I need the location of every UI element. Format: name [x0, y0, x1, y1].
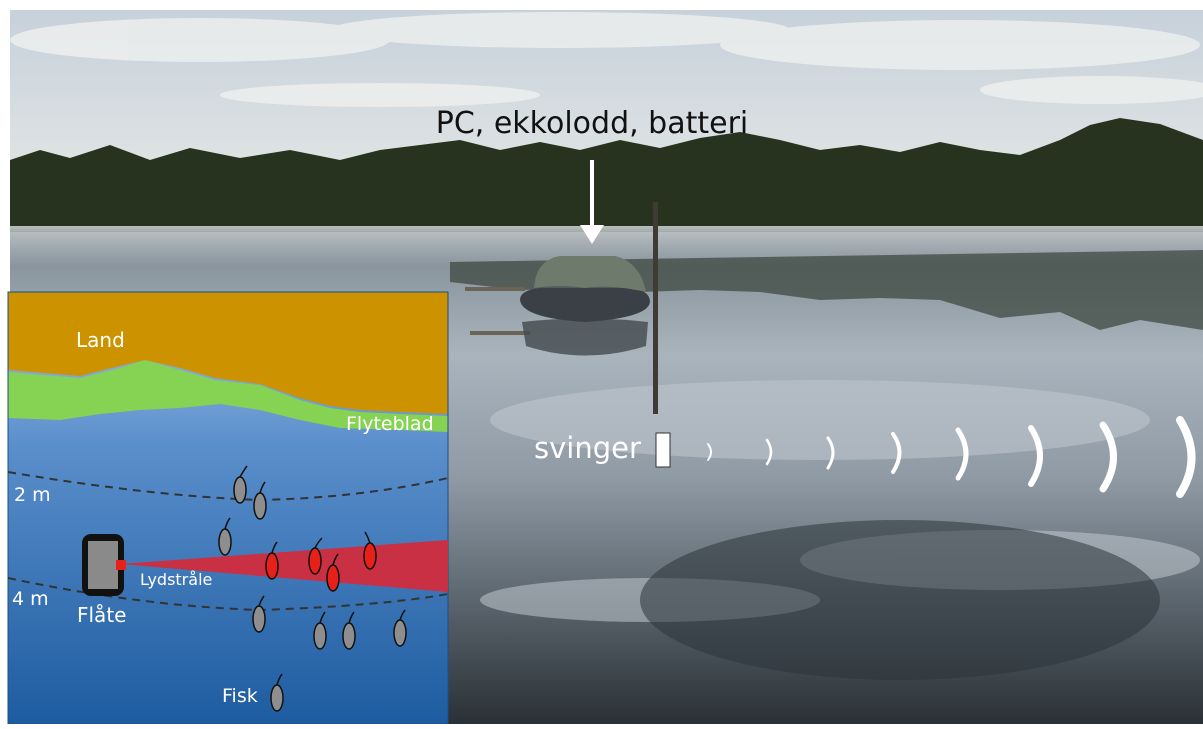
dark-water-shade — [640, 520, 1160, 680]
tree-reflection — [450, 250, 1203, 330]
sound-wave-icon — [955, 427, 969, 481]
sound-wave-icon — [707, 443, 712, 461]
fish-label: Fisk — [222, 685, 258, 707]
fish-group — [218, 465, 407, 712]
transducer-label: svinger — [534, 431, 641, 465]
raft-icon — [82, 534, 126, 596]
transducer-icon — [655, 432, 671, 468]
floating-leaves-label: Flyteblad — [346, 413, 434, 435]
fish-icon — [326, 553, 340, 592]
floating-leaves-zone — [8, 360, 448, 432]
sound-wave-icon — [765, 438, 773, 466]
down-arrow-icon — [580, 160, 604, 244]
fish-icon — [342, 611, 356, 650]
sound-wave-icon — [826, 436, 835, 470]
fish-icon — [233, 465, 248, 504]
pole — [653, 202, 658, 414]
land-zone — [8, 292, 448, 414]
sound-wave-icon — [1028, 425, 1043, 487]
fish-icon — [313, 611, 327, 650]
fish-icon — [393, 609, 407, 647]
sound-wave-icon — [1176, 416, 1196, 498]
raft-label: Flåte — [77, 603, 126, 627]
sonar-diagram: Land Flyteblad 2 m 4 m Lydstråle Flåte F… — [7, 291, 449, 725]
annotation-pc-ekkolodd-batteri: PC, ekkolodd, batteri — [436, 106, 749, 141]
plank-top — [465, 287, 525, 291]
fish-icon — [265, 541, 279, 580]
fish-icon — [218, 517, 232, 556]
depth-label-4m: 4 m — [12, 588, 49, 610]
land-label: Land — [76, 328, 125, 352]
fish-icon — [252, 595, 266, 633]
clouds — [10, 12, 1203, 107]
boat-cover — [534, 256, 646, 292]
boat-hull — [520, 288, 650, 322]
depth-label-2m: 2 m — [14, 484, 51, 506]
plank-bottom — [470, 331, 530, 335]
lake-photo — [8, 8, 1203, 724]
boat-reflection — [522, 318, 648, 356]
fish-icon — [363, 531, 377, 570]
sound-wave-icon — [1099, 421, 1117, 493]
sound-wave-icon — [891, 432, 902, 474]
boat — [465, 202, 658, 414]
treeline — [10, 118, 1203, 232]
fish-icon — [270, 673, 284, 712]
sound-waves — [707, 416, 1196, 498]
fish-icon — [253, 481, 267, 520]
sound-beam-label: Lydstråle — [140, 570, 212, 589]
fish-icon — [308, 537, 323, 575]
